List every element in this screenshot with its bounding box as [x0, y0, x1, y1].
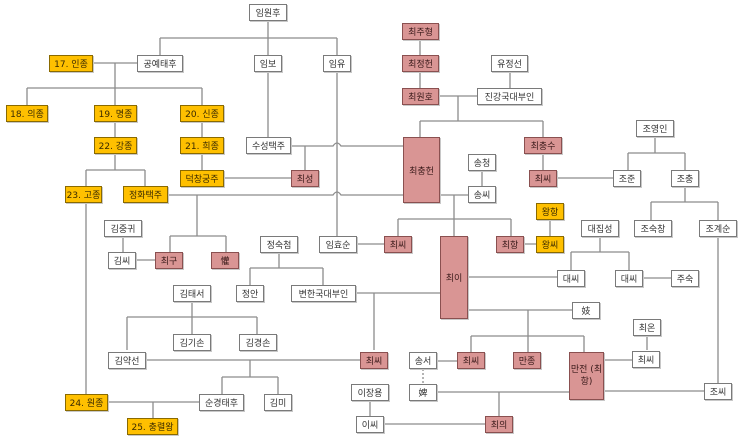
- person-node: 조씨: [704, 383, 732, 400]
- person-node: 조계순: [699, 220, 737, 237]
- king-node: 23. 고종: [65, 186, 102, 203]
- person-node: 유정선: [491, 55, 528, 72]
- person-node: 조숙창: [634, 220, 672, 237]
- person-node: 임유: [323, 55, 351, 72]
- person-node: 김약선: [108, 352, 146, 369]
- king-node: 17. 인종: [49, 55, 93, 72]
- person-node: 송서: [409, 352, 437, 369]
- person-node: 최온: [633, 319, 661, 336]
- person-node: 송씨: [468, 186, 496, 203]
- person-node: 조충: [671, 170, 699, 187]
- person-node: 최씨: [632, 351, 660, 368]
- king-node: 25. 충렬왕: [127, 418, 178, 435]
- royal-node: 왕항: [536, 203, 564, 220]
- choe-node: 최원호: [402, 88, 439, 105]
- person-node: 김중귀: [104, 220, 142, 237]
- royal-node: 덕창궁주: [180, 170, 224, 187]
- choe-node: 최정헌: [402, 55, 439, 72]
- choe-node: 최씨: [457, 352, 485, 369]
- king-node: 18. 의종: [6, 105, 48, 122]
- choe-node: 최항: [496, 236, 524, 253]
- person-node: 조영인: [636, 120, 674, 137]
- choe-node: 최씨: [360, 352, 388, 369]
- choe-node: 최의: [485, 416, 513, 433]
- person-node: 김미: [264, 394, 292, 411]
- choe-node: 懽: [211, 252, 239, 269]
- person-node: 조준: [613, 170, 641, 187]
- person-node: 대씨: [557, 270, 585, 287]
- person-node: 이장용: [351, 384, 389, 401]
- king-node: 19. 명종: [94, 105, 137, 122]
- choe-node: 최이: [440, 236, 468, 319]
- person-node: 임원후: [249, 4, 287, 21]
- king-node: 21. 희종: [180, 137, 224, 154]
- person-node: 변한국대부인: [291, 285, 356, 302]
- king-node: 24. 원종: [65, 394, 108, 411]
- king-node: 22. 강종: [94, 137, 137, 154]
- choe-node: 만전 (최항): [569, 352, 604, 400]
- person-node: 정안: [236, 285, 264, 302]
- person-node: 정숙첨: [260, 236, 298, 253]
- choe-node: 최충수: [524, 137, 562, 154]
- person-node: 妓: [572, 302, 600, 319]
- person-node: 김기손: [173, 334, 211, 351]
- person-node: 순경태후: [199, 394, 244, 411]
- person-node: 김씨: [108, 252, 136, 269]
- choe-node: 최구: [155, 252, 183, 269]
- person-node: 공예태후: [137, 55, 183, 72]
- person-node: 김태서: [173, 285, 211, 302]
- person-node: 대씨: [615, 270, 643, 287]
- person-node: 婢: [409, 384, 437, 401]
- person-node: 이씨: [356, 416, 384, 433]
- choe-node: 만종: [513, 352, 541, 369]
- royal-node: 왕씨: [536, 236, 564, 253]
- choe-node: 최성: [291, 170, 319, 187]
- person-node: 송청: [468, 154, 496, 171]
- person-node: 주숙: [671, 270, 699, 287]
- person-node: 김경손: [239, 334, 277, 351]
- person-node: 대집성: [581, 220, 619, 237]
- king-node: 20. 신종: [180, 105, 224, 122]
- person-node: 진강국대부인: [477, 88, 542, 105]
- person-node: 임효순: [319, 236, 357, 253]
- person-node: 임보: [254, 55, 282, 72]
- choe-node: 최충헌: [403, 137, 440, 203]
- person-node: 수성택주: [246, 137, 291, 154]
- royal-node: 정화택주: [123, 186, 168, 203]
- choe-node: 최씨: [529, 170, 557, 187]
- choe-node: 최씨: [384, 236, 412, 253]
- choe-node: 최주형: [402, 23, 439, 40]
